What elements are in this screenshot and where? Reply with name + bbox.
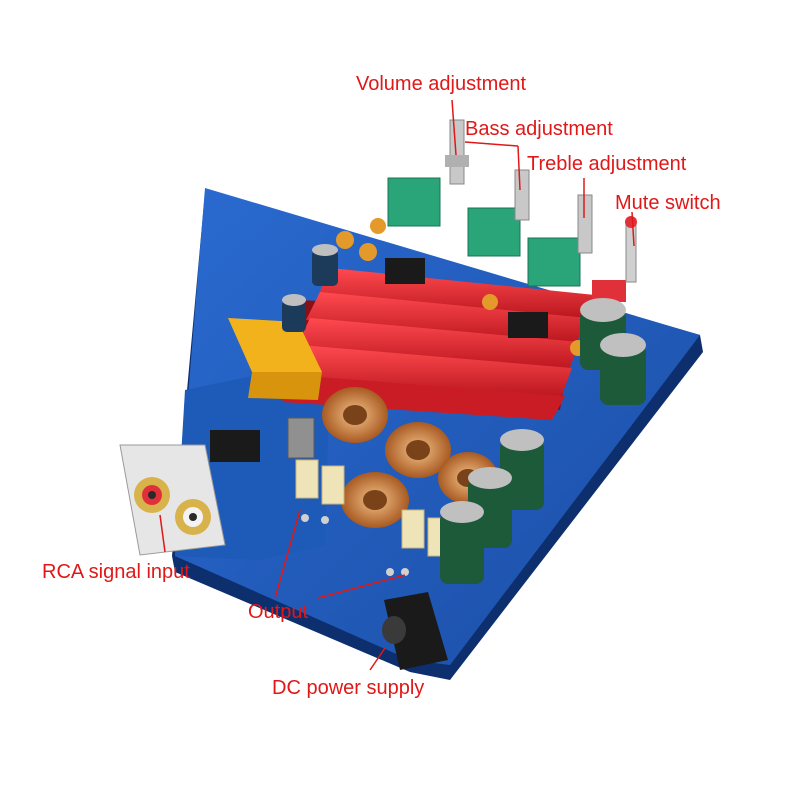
leader-bass-v [517,145,521,191]
pot-treble [527,194,593,287]
small-capacitor [370,218,386,234]
mute-switch [592,216,637,302]
output-terminal [401,568,409,576]
leader-mute [631,211,635,247]
heatsink [282,268,595,420]
ic-chip [210,430,260,462]
leader-rca [159,514,166,553]
leader-dc [369,647,386,671]
ic-chip [508,312,548,338]
label-bass-adjustment: Bass adjustment [465,118,613,140]
film-capacitor [401,509,425,549]
output-terminal [301,514,309,522]
small-capacitor [482,294,498,310]
pot-volume [387,119,469,227]
electrolytic-capacitors [282,244,646,584]
label-mute-switch: Mute switch [615,192,721,214]
leader-bass-h [464,141,519,147]
label-dc-power-supply: DC power supply [272,677,425,699]
label-treble-adjustment: Treble adjustment [527,153,687,175]
voltage-regulator [287,417,315,459]
label-volume-adjustment: Volume adjustment [356,73,527,95]
pot-bass [467,169,530,257]
label-output: Output [248,601,309,623]
output-terminal [321,516,329,524]
film-capacitor [295,459,319,499]
film-capacitor [321,465,345,505]
output-terminal [386,568,394,576]
leader-volume [451,99,457,156]
label-rca-signal-input: RCA signal input [42,561,190,583]
dc-power-jack [382,592,448,670]
leader-output-left [274,509,301,599]
small-capacitor [359,243,377,261]
ic-chip [385,258,425,284]
rca-jacks [119,444,226,556]
small-capacitor [336,231,354,249]
leader-output-right [317,574,406,599]
coils [322,387,498,528]
leader-lines [159,99,635,671]
